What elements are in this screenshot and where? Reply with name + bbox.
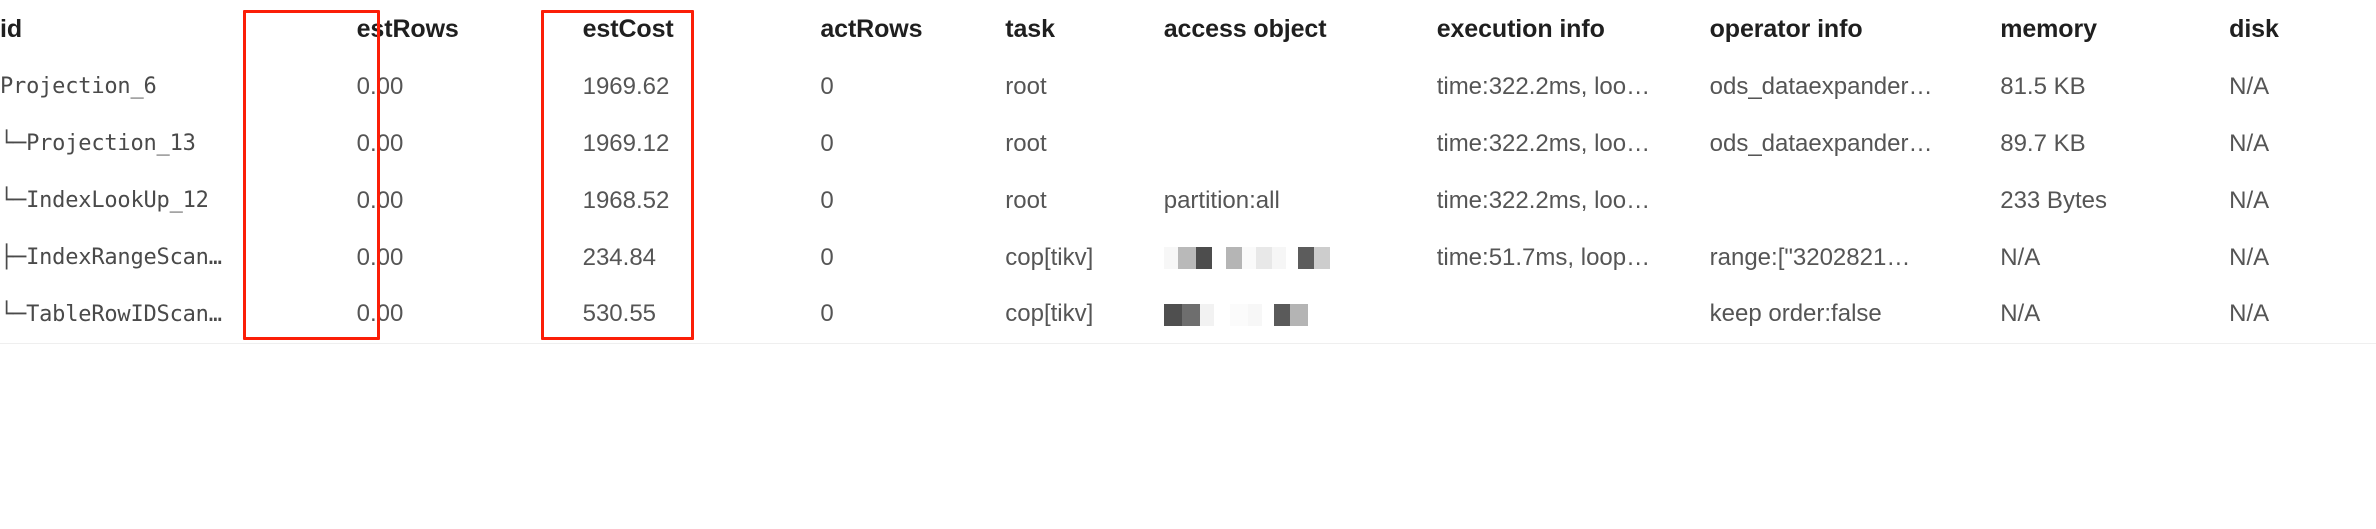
table-row[interactable]: Projection_6 0.00 1969.62 0 root time:322.2ms… (0, 58, 2376, 115)
cell-access-object (1164, 58, 1437, 115)
cell-task: cop[tikv] (1005, 243, 1094, 271)
redacted-access-object (1163, 247, 1330, 270)
cell-operator-info: ods_dataexpander… (1709, 72, 1933, 100)
cell-memory: N/A (2000, 243, 2041, 271)
cell-operator-info (1710, 172, 2001, 229)
column-header-id[interactable]: id (0, 14, 23, 43)
cell-estRows: 0.00 (356, 243, 404, 271)
cell-actRows: 0 (820, 186, 834, 214)
column-header-operator-info[interactable]: operator info (1709, 14, 1863, 43)
cell-estCost: 1968.52 (582, 186, 670, 214)
cell-estCost: 1969.12 (582, 129, 670, 157)
column-header-memory[interactable]: memory (2000, 14, 2097, 43)
cell-actRows: 0 (820, 286, 1006, 344)
cell-operator-info: keep order:false (1709, 286, 2001, 344)
cell-access-object (1164, 115, 1437, 172)
column-header-estrows[interactable]: estRows (356, 14, 459, 43)
cell-task: root (1005, 129, 1047, 157)
column-header-disk[interactable]: disk (2229, 14, 2279, 43)
table-header: id estRows estCost actRows task access o… (0, 0, 2376, 58)
cell-task: root (1005, 72, 1047, 100)
cell-memory: 233 Bytes (2000, 186, 2107, 214)
table-row[interactable]: └─IndexLookUp_12 0.00 1968.52 0 root partitio… (0, 172, 2376, 229)
cell-access-object: partition:all (1163, 186, 1280, 214)
cell-actRows: 0 (820, 129, 834, 157)
cell-estRows: 0.00 (356, 129, 404, 157)
cell-estRows: 0.00 (356, 286, 583, 344)
table-header-row: id estRows estCost actRows task access o… (0, 0, 2376, 58)
cell-disk: N/A (2229, 129, 2270, 157)
column-header-estcost[interactable]: estCost (582, 14, 674, 43)
column-header-execution-info[interactable]: execution info (1436, 14, 1605, 43)
cell-actRows: 0 (820, 243, 834, 271)
cell-id: └─IndexLookUp_12 (0, 188, 209, 213)
cell-operator-info: ods_dataexpander… (1709, 129, 1933, 157)
cell-id: └─Projection_13 (0, 131, 196, 156)
cell-memory: 89.7 KB (2000, 129, 2086, 157)
table-row[interactable]: ├─IndexRangeScan… 0.00 234.84 0 cop[tikv] tim… (0, 229, 2376, 286)
cell-execution-info: time:322.2ms, loo… (1436, 72, 1651, 100)
cell-operator-info: range:["3202821… (1709, 243, 1911, 271)
cell-disk: N/A (2229, 243, 2270, 271)
cell-execution-info: time:322.2ms, loo… (1436, 129, 1651, 157)
cell-disk: N/A (2229, 186, 2270, 214)
cell-id: └─TableRowIDScan… (0, 286, 357, 344)
cell-actRows: 0 (820, 72, 834, 100)
cell-id: Projection_6 (0, 74, 157, 99)
column-header-actrows[interactable]: actRows (820, 14, 923, 43)
cell-access-object (1163, 229, 1437, 286)
cell-task: cop[tikv] (1005, 286, 1164, 344)
cell-disk: N/A (2229, 72, 2270, 100)
column-header-task[interactable]: task (1005, 14, 1055, 43)
cell-estRows: 0.00 (356, 72, 404, 100)
cell-execution-info (1436, 286, 1710, 344)
table-row[interactable]: └─Projection_13 0.00 1969.12 0 root time:322.… (0, 115, 2376, 172)
cell-memory: 81.5 KB (2000, 72, 2086, 100)
cell-execution-info: time:51.7ms, loop… (1436, 243, 1651, 271)
cell-execution-info: time:322.2ms, loo… (1436, 186, 1651, 214)
cell-task: root (1005, 186, 1047, 214)
cell-estRows: 0.00 (356, 186, 404, 214)
cell-disk: N/A (2229, 286, 2376, 344)
cell-estCost: 1969.62 (582, 72, 670, 100)
redacted-access-object (1163, 303, 1308, 326)
cell-memory: N/A (2000, 286, 2230, 344)
sql-execution-plan-table: id estRows estCost actRows task access o… (0, 0, 2376, 344)
cell-access-object (1163, 286, 1437, 344)
cell-id: ├─IndexRangeScan… (0, 245, 222, 270)
column-header-access-object[interactable]: access object (1163, 14, 1327, 43)
cell-estCost: 234.84 (582, 243, 657, 271)
table-body: Projection_6 0.00 1969.62 0 root time:322.2ms… (0, 58, 2376, 344)
cell-estCost: 530.55 (582, 286, 821, 344)
